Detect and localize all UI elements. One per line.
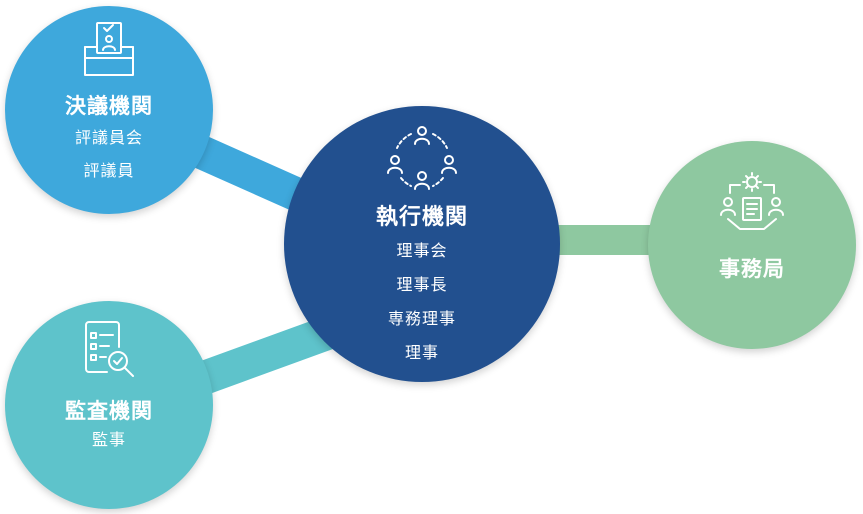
node-title: 執行機関: [375, 205, 468, 230]
node-member: 評議員: [83, 161, 135, 180]
executive-body-node: 執行機関 理事会 理事長 専務理事 理事: [284, 106, 560, 382]
node-member: 専務理事: [387, 309, 456, 328]
ballot-box-icon: [84, 22, 134, 76]
node-title: 監査機関: [65, 399, 153, 423]
checklist-search-icon: [85, 321, 134, 377]
node-member: 評議員会: [74, 128, 143, 147]
node-title: 事務局: [719, 257, 785, 281]
node-member: 監事: [91, 430, 126, 449]
node-title: 決議機関: [65, 94, 153, 118]
node-member: 理事会: [396, 241, 448, 260]
secretariat-node: 事務局: [648, 141, 856, 349]
team-circle-icon: [387, 126, 457, 190]
audit-body-node: 監査機関 監事: [5, 301, 213, 509]
node-member-list: 理事会 理事長 専務理事 理事: [388, 234, 456, 370]
node-member: 理事長: [396, 275, 448, 294]
decision-body-node: 決議機関 評議員会 評議員: [5, 6, 213, 214]
document-gear-people-icon: [720, 172, 784, 230]
node-member: 理事: [404, 343, 439, 362]
